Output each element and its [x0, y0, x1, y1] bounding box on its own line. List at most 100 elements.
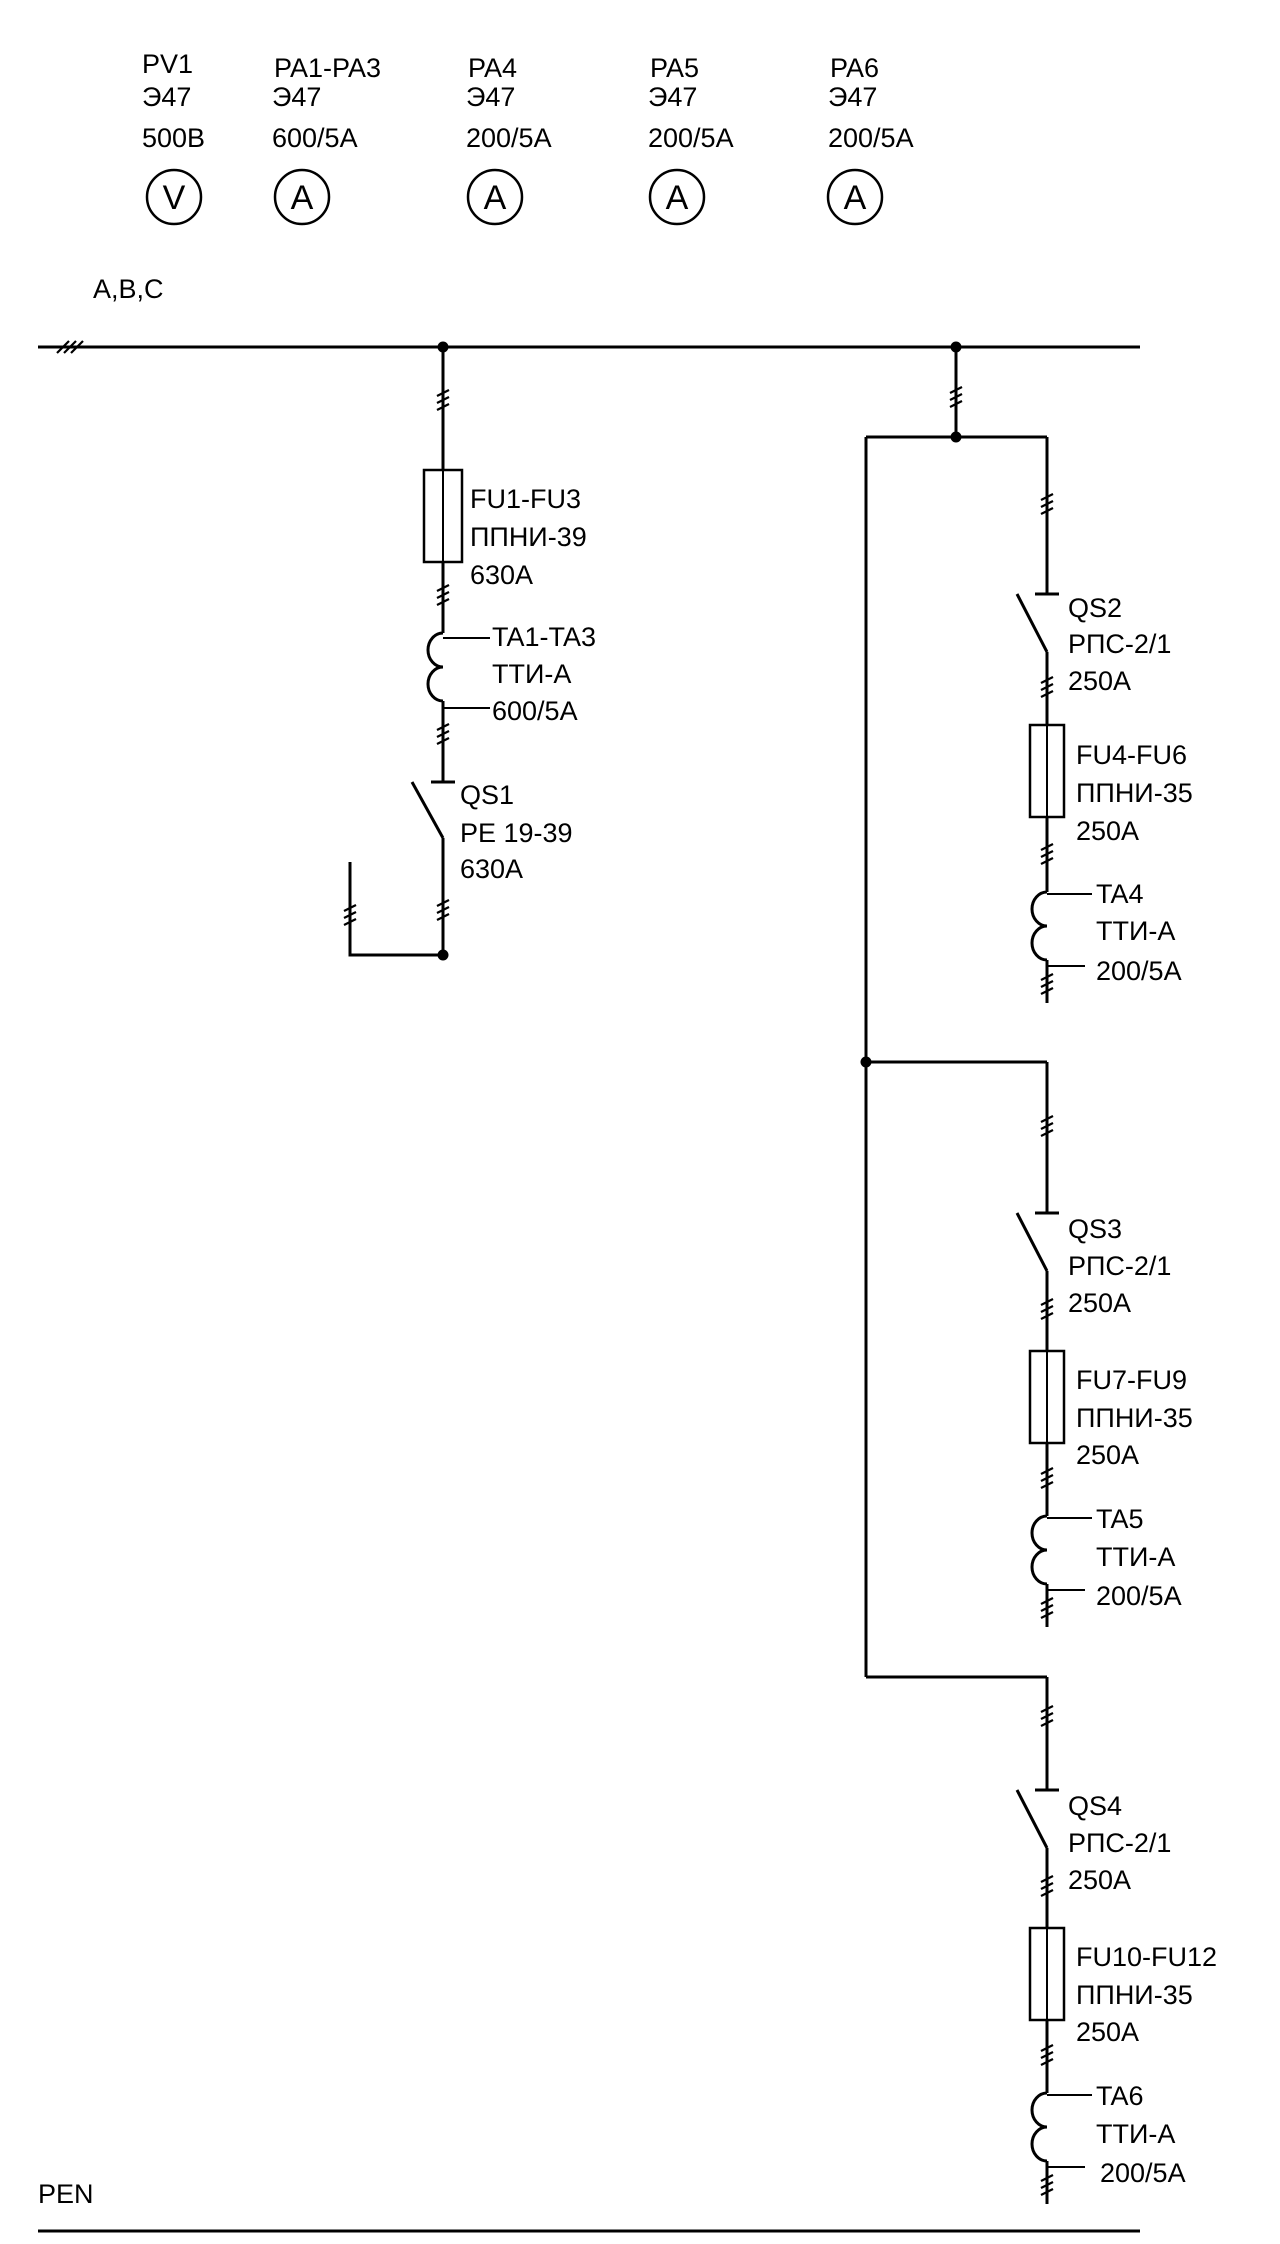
fuse-name: FU7-FU9: [1076, 1365, 1187, 1395]
meter-rating: 600/5А: [272, 123, 358, 153]
ammeter-icon: [273, 168, 331, 226]
meter-type: Э47: [466, 82, 515, 112]
phase-hatch-icon: [949, 386, 963, 408]
switch-rating: 250А: [1068, 1865, 1131, 1895]
fuse-rating: 250А: [1076, 816, 1139, 846]
fuse-rating: 250А: [1076, 1440, 1139, 1470]
meter-type: Э47: [142, 82, 191, 112]
disconnect-switch-icon: [1015, 593, 1049, 653]
meter-glyph: A: [844, 179, 867, 217]
ct-rating: 200/5А: [1100, 2158, 1186, 2188]
phase-hatch-icon: [1040, 1705, 1054, 1727]
fuse-type: ППНИ-35: [1076, 1980, 1193, 2010]
meter-pa4: PA4 Э47 200/5А A: [466, 53, 552, 226]
meter-glyph: V: [163, 179, 186, 217]
fuse-type: ППНИ-35: [1076, 1403, 1193, 1433]
phase-hatch-icon: [1040, 1298, 1054, 1320]
current-transformer-icon: [1030, 1514, 1048, 1586]
meter-label: PV1: [142, 49, 193, 79]
phase-hatch-icon: [1040, 1467, 1054, 1489]
switch-type: РПС-2/1: [1068, 1828, 1171, 1858]
ct-type: ТТИ-А: [1096, 916, 1175, 946]
neutral-bus-label: PEN: [38, 2179, 94, 2209]
disconnect-switch-icon: [410, 781, 445, 839]
ammeter-icon: [466, 168, 524, 226]
meter-rating: 200/5А: [828, 123, 914, 153]
phase-hatch-icon: [1040, 843, 1054, 865]
phase-hatch-icon: [436, 723, 450, 745]
meter-pa1-pa3: PA1-PA3 Э47 600/5А A: [272, 53, 381, 226]
ct-type: ТТИ-А: [492, 659, 571, 689]
fuse-name: FU10-FU12: [1076, 1942, 1217, 1972]
fuse-type: ППНИ-39: [470, 522, 587, 552]
ct-rating: 600/5А: [492, 696, 578, 726]
switch-name: QS4: [1068, 1791, 1122, 1821]
meter-type: Э47: [648, 82, 697, 112]
fuse-name: FU1-FU3: [470, 484, 581, 514]
fuse-rating: 630А: [470, 560, 533, 590]
ct-name: TA5: [1096, 1504, 1144, 1534]
meter-pa6: PA6 Э47 200/5А A: [826, 53, 914, 226]
phase-hatch-icon: [1040, 973, 1054, 995]
ammeter-icon: [826, 168, 884, 226]
bus-hatch-icon: [56, 340, 84, 354]
fuse-name: FU4-FU6: [1076, 740, 1187, 770]
phase-hatch-icon: [1040, 1875, 1054, 1897]
phase-hatch-icon: [1040, 493, 1054, 515]
meter-rating: 200/5А: [466, 123, 552, 153]
ct-name: TA4: [1096, 879, 1144, 909]
ammeter-icon: [648, 168, 706, 226]
disconnect-switch-icon: [1015, 1212, 1049, 1272]
main-feeder: FU1-FU3 ППНИ-39 630А TA1-TA3 ТТИ-А 600/5…: [343, 347, 596, 961]
phase-hatch-icon: [436, 899, 450, 921]
ct-type: ТТИ-А: [1096, 2119, 1175, 2149]
feeder-branch-2: QS3 РПС-2/1 250А FU7-FU9 ППНИ-35 250А TA…: [1015, 1062, 1193, 1627]
current-transformer-icon: [1030, 890, 1048, 962]
meter-label: PA4: [468, 53, 517, 83]
phase-hatch-icon: [1040, 2044, 1054, 2066]
meter-glyph: A: [666, 179, 689, 217]
switch-name: QS3: [1068, 1214, 1122, 1244]
feeder-branch-1: QS2 РПС-2/1 250А FU4-FU6 ППНИ-35 250А TA…: [1015, 437, 1193, 1003]
meter-type: Э47: [272, 82, 321, 112]
meter-rating: 500В: [142, 123, 205, 153]
meter-type: Э47: [828, 82, 877, 112]
switch-type: РПС-2/1: [1068, 1251, 1171, 1281]
phase-hatch-icon: [1040, 1115, 1054, 1137]
switch-name: QS1: [460, 780, 514, 810]
meter-label: PA1-PA3: [274, 53, 381, 83]
meter-label: PA5: [650, 53, 699, 83]
switch-rating: 250А: [1068, 666, 1131, 696]
phase-hatch-icon: [343, 904, 357, 926]
ct-name: TA1-TA3: [492, 622, 596, 652]
phase-hatch-icon: [436, 584, 450, 606]
voltmeter-icon: [145, 168, 203, 226]
ct-rating: 200/5А: [1096, 1581, 1182, 1611]
phase-hatch-icon: [1040, 676, 1054, 698]
meter-glyph: A: [291, 179, 314, 217]
phase-hatch-icon: [1040, 1597, 1054, 1619]
fuse-type: ППНИ-35: [1076, 778, 1193, 808]
meter-pv1: PV1 Э47 500В V: [142, 49, 205, 226]
meter-rating: 200/5А: [648, 123, 734, 153]
switch-type: РЕ 19-39: [460, 818, 573, 848]
ct-type: ТТИ-А: [1096, 1542, 1175, 1572]
switch-rating: 250А: [1068, 1288, 1131, 1318]
switch-name: QS2: [1068, 593, 1122, 623]
meter-glyph: A: [484, 179, 507, 217]
current-transformer-icon: [426, 631, 444, 703]
current-transformer-icon: [1030, 2091, 1048, 2163]
fuse-rating: 250А: [1076, 2017, 1139, 2047]
phase-hatch-icon: [1040, 2174, 1054, 2196]
phase-hatch-icon: [436, 389, 450, 411]
feeder-branch-3: QS4 РПС-2/1 250А FU10-FU12 ППНИ-35 250А …: [1015, 1677, 1217, 2204]
meter-pa5: PA5 Э47 200/5А A: [648, 53, 734, 226]
right-feeder-trunk: [860, 347, 1047, 1679]
ct-rating: 200/5А: [1096, 956, 1182, 986]
meter-label: PA6: [830, 53, 879, 83]
switch-type: РПС-2/1: [1068, 629, 1171, 659]
switch-rating: 630А: [460, 854, 523, 884]
phase-bus-label: A,B,C: [93, 274, 164, 304]
disconnect-switch-icon: [1015, 1789, 1049, 1849]
